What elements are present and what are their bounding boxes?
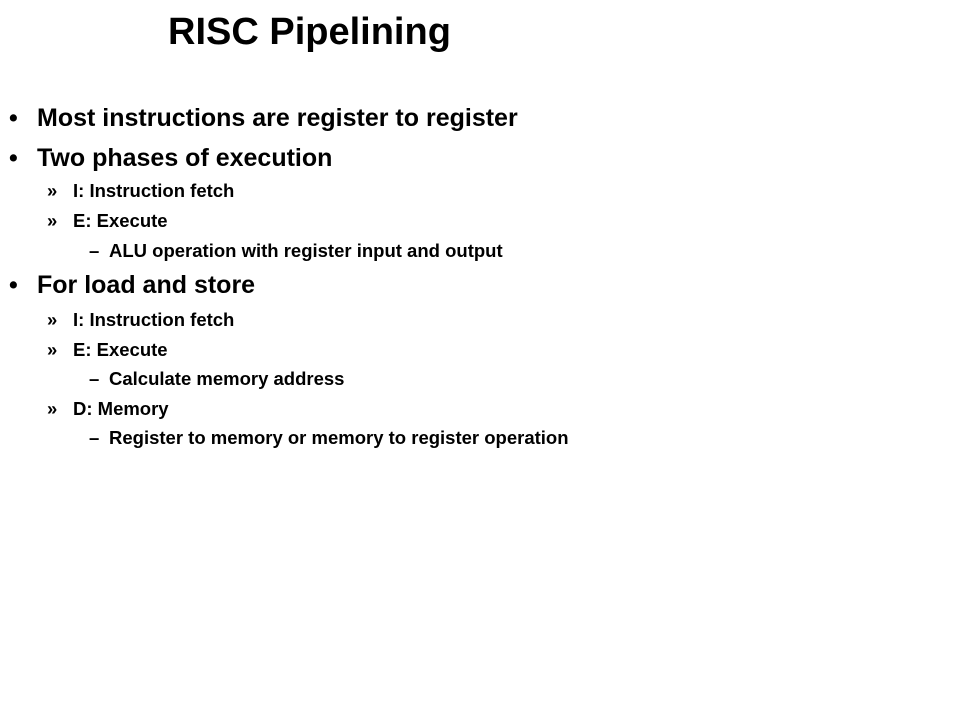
sub-bullet-marker: » <box>47 339 58 360</box>
dash-item: – ALU operation with register input and … <box>89 239 503 263</box>
bullet-item: • Two phases of execution <box>9 142 333 174</box>
sub-bullet-marker: » <box>47 180 58 201</box>
sub-bullet-marker: » <box>47 309 58 330</box>
dash-marker: – <box>89 427 100 448</box>
bullet-text: Most instructions are register to regist… <box>37 104 518 132</box>
bullet-item: • For load and store <box>9 269 256 301</box>
bullet-marker: • <box>9 271 18 299</box>
sub-bullet-text: I: Instruction fetch <box>73 180 235 201</box>
sub-bullet-item: » E: Execute <box>47 338 168 362</box>
sub-bullet-text: I: Instruction fetch <box>73 309 235 330</box>
dash-marker: – <box>89 240 100 261</box>
sub-bullet-text: E: Execute <box>73 339 168 360</box>
sub-bullet-item: » I: Instruction fetch <box>47 308 235 332</box>
sub-bullet-text: E: Execute <box>73 210 168 231</box>
dash-marker: – <box>89 368 100 389</box>
sub-bullet-marker: » <box>47 398 58 419</box>
bullet-text: Two phases of execution <box>37 144 333 172</box>
bullet-item: • Most instructions are register to regi… <box>9 102 518 134</box>
dash-text: Register to memory or memory to register… <box>109 427 569 448</box>
sub-bullet-item: » E: Execute <box>47 209 168 233</box>
dash-item: – Calculate memory address <box>89 367 345 391</box>
sub-bullet-marker: » <box>47 210 58 231</box>
sub-bullet-item: » I: Instruction fetch <box>47 179 235 203</box>
slide-title: RISC Pipelining <box>168 11 451 53</box>
sub-bullet-item: » D: Memory <box>47 397 169 421</box>
dash-item: – Register to memory or memory to regist… <box>89 426 569 450</box>
bullet-text: For load and store <box>37 271 256 299</box>
sub-bullet-text: D: Memory <box>73 398 169 419</box>
bullet-marker: • <box>9 104 18 132</box>
bullet-marker: • <box>9 144 18 172</box>
dash-text: ALU operation with register input and ou… <box>109 240 503 261</box>
dash-text: Calculate memory address <box>109 368 345 389</box>
